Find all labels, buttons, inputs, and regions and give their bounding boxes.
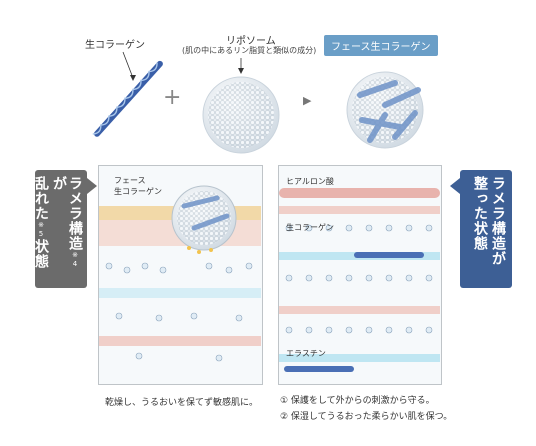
right-skin-layers xyxy=(279,188,440,372)
left-badge: ラメラ構造※4 が 乱れた※5状態 xyxy=(33,176,83,282)
left-badge-text4: 状態 xyxy=(33,239,49,269)
right-badge-shape xyxy=(450,170,512,288)
raw-collagen-illustration xyxy=(92,51,163,137)
liposome-description: (肌の中にあるリン脂質と類似の成分) xyxy=(182,46,317,55)
left-callout-line2: 生コラーゲン xyxy=(114,187,162,196)
left-skin-layers xyxy=(99,185,261,362)
right-badge-col1: ラメラ構造が xyxy=(490,176,506,282)
collagen-label: 生コラーゲン xyxy=(85,40,145,51)
left-badge-text1: ラメラ構造 xyxy=(67,176,83,251)
right-caption-2: ② 保湿してうるおった柔らかい肌を保つ。 xyxy=(280,412,453,422)
collagen-layer-label: 生コラーゲン xyxy=(286,223,334,232)
face-collagen-illustration xyxy=(346,71,424,149)
left-badge-shape xyxy=(35,170,97,288)
right-skin-panel xyxy=(278,165,442,385)
left-badge-col1: ラメラ構造※4 が xyxy=(51,176,83,282)
left-badge-note2: ※5 xyxy=(37,221,45,239)
elastin-label: エラスチン xyxy=(286,349,326,358)
right-caption-1: ① 保護をして外からの刺激から守る。 xyxy=(280,396,435,406)
face-collagen-tag: フェース生コラーゲン xyxy=(324,35,438,56)
left-badge-text2: が xyxy=(51,176,67,191)
liposome-label: リポソーム xyxy=(226,36,276,47)
left-callout-line1: フェース xyxy=(114,176,146,185)
left-badge-text3: 乱れた xyxy=(33,176,49,221)
right-badge-text3: 整った状態 xyxy=(472,176,488,251)
plus-sign: + xyxy=(163,85,182,110)
left-badge-col2: 乱れた※5状態 xyxy=(33,176,49,282)
arrow-icon: ▶ xyxy=(303,94,312,107)
hyaluronic-label: ヒアルロン酸 xyxy=(286,177,334,186)
liposome-illustration xyxy=(202,58,280,154)
left-badge-note1: ※4 xyxy=(71,251,79,269)
right-badge-text2: が xyxy=(490,251,506,266)
right-badge-text1: ラメラ構造 xyxy=(490,176,506,251)
right-badge: ラメラ構造が 整った状態 xyxy=(462,176,506,282)
left-caption: 乾燥し、うるおいを保てず敏感肌に。 xyxy=(105,398,259,408)
right-badge-col2: 整った状態 xyxy=(472,176,488,282)
